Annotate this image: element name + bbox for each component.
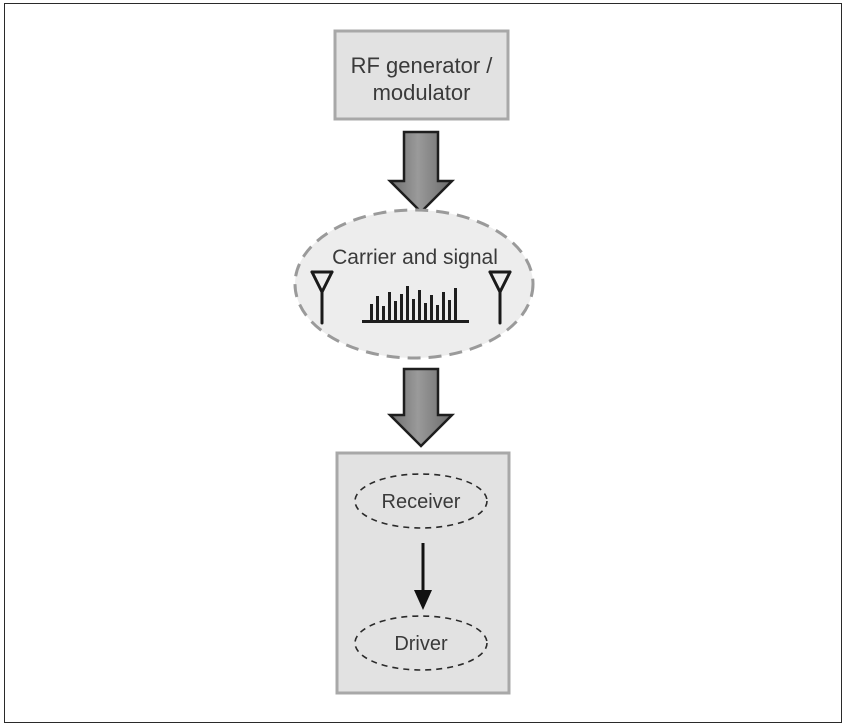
carrier-signal-ellipse	[293, 208, 535, 360]
antenna-left-icon	[310, 270, 334, 325]
rf-generator-label-line2: modulator	[373, 80, 471, 105]
arrow-receiver-to-driver	[414, 543, 432, 610]
receiver-label: Receiver	[382, 491, 461, 513]
driver-label: Driver	[394, 633, 448, 655]
antenna-right-icon	[488, 270, 512, 325]
carrier-signal-label: Carrier and signal	[332, 246, 498, 269]
rf-generator-label-line1: RF generator /	[351, 53, 494, 78]
rf-generator-box: RF generator / modulator	[333, 29, 510, 121]
flow-arrow-carrier-to-device	[386, 367, 456, 448]
receiver-node: Receiver	[354, 473, 488, 529]
signal-spectrum-icon	[362, 286, 469, 323]
carrier-signal-group: Carrier and signal	[293, 208, 535, 360]
flow-arrow-generator-to-carrier	[386, 130, 456, 214]
driver-node: Driver	[354, 615, 488, 671]
